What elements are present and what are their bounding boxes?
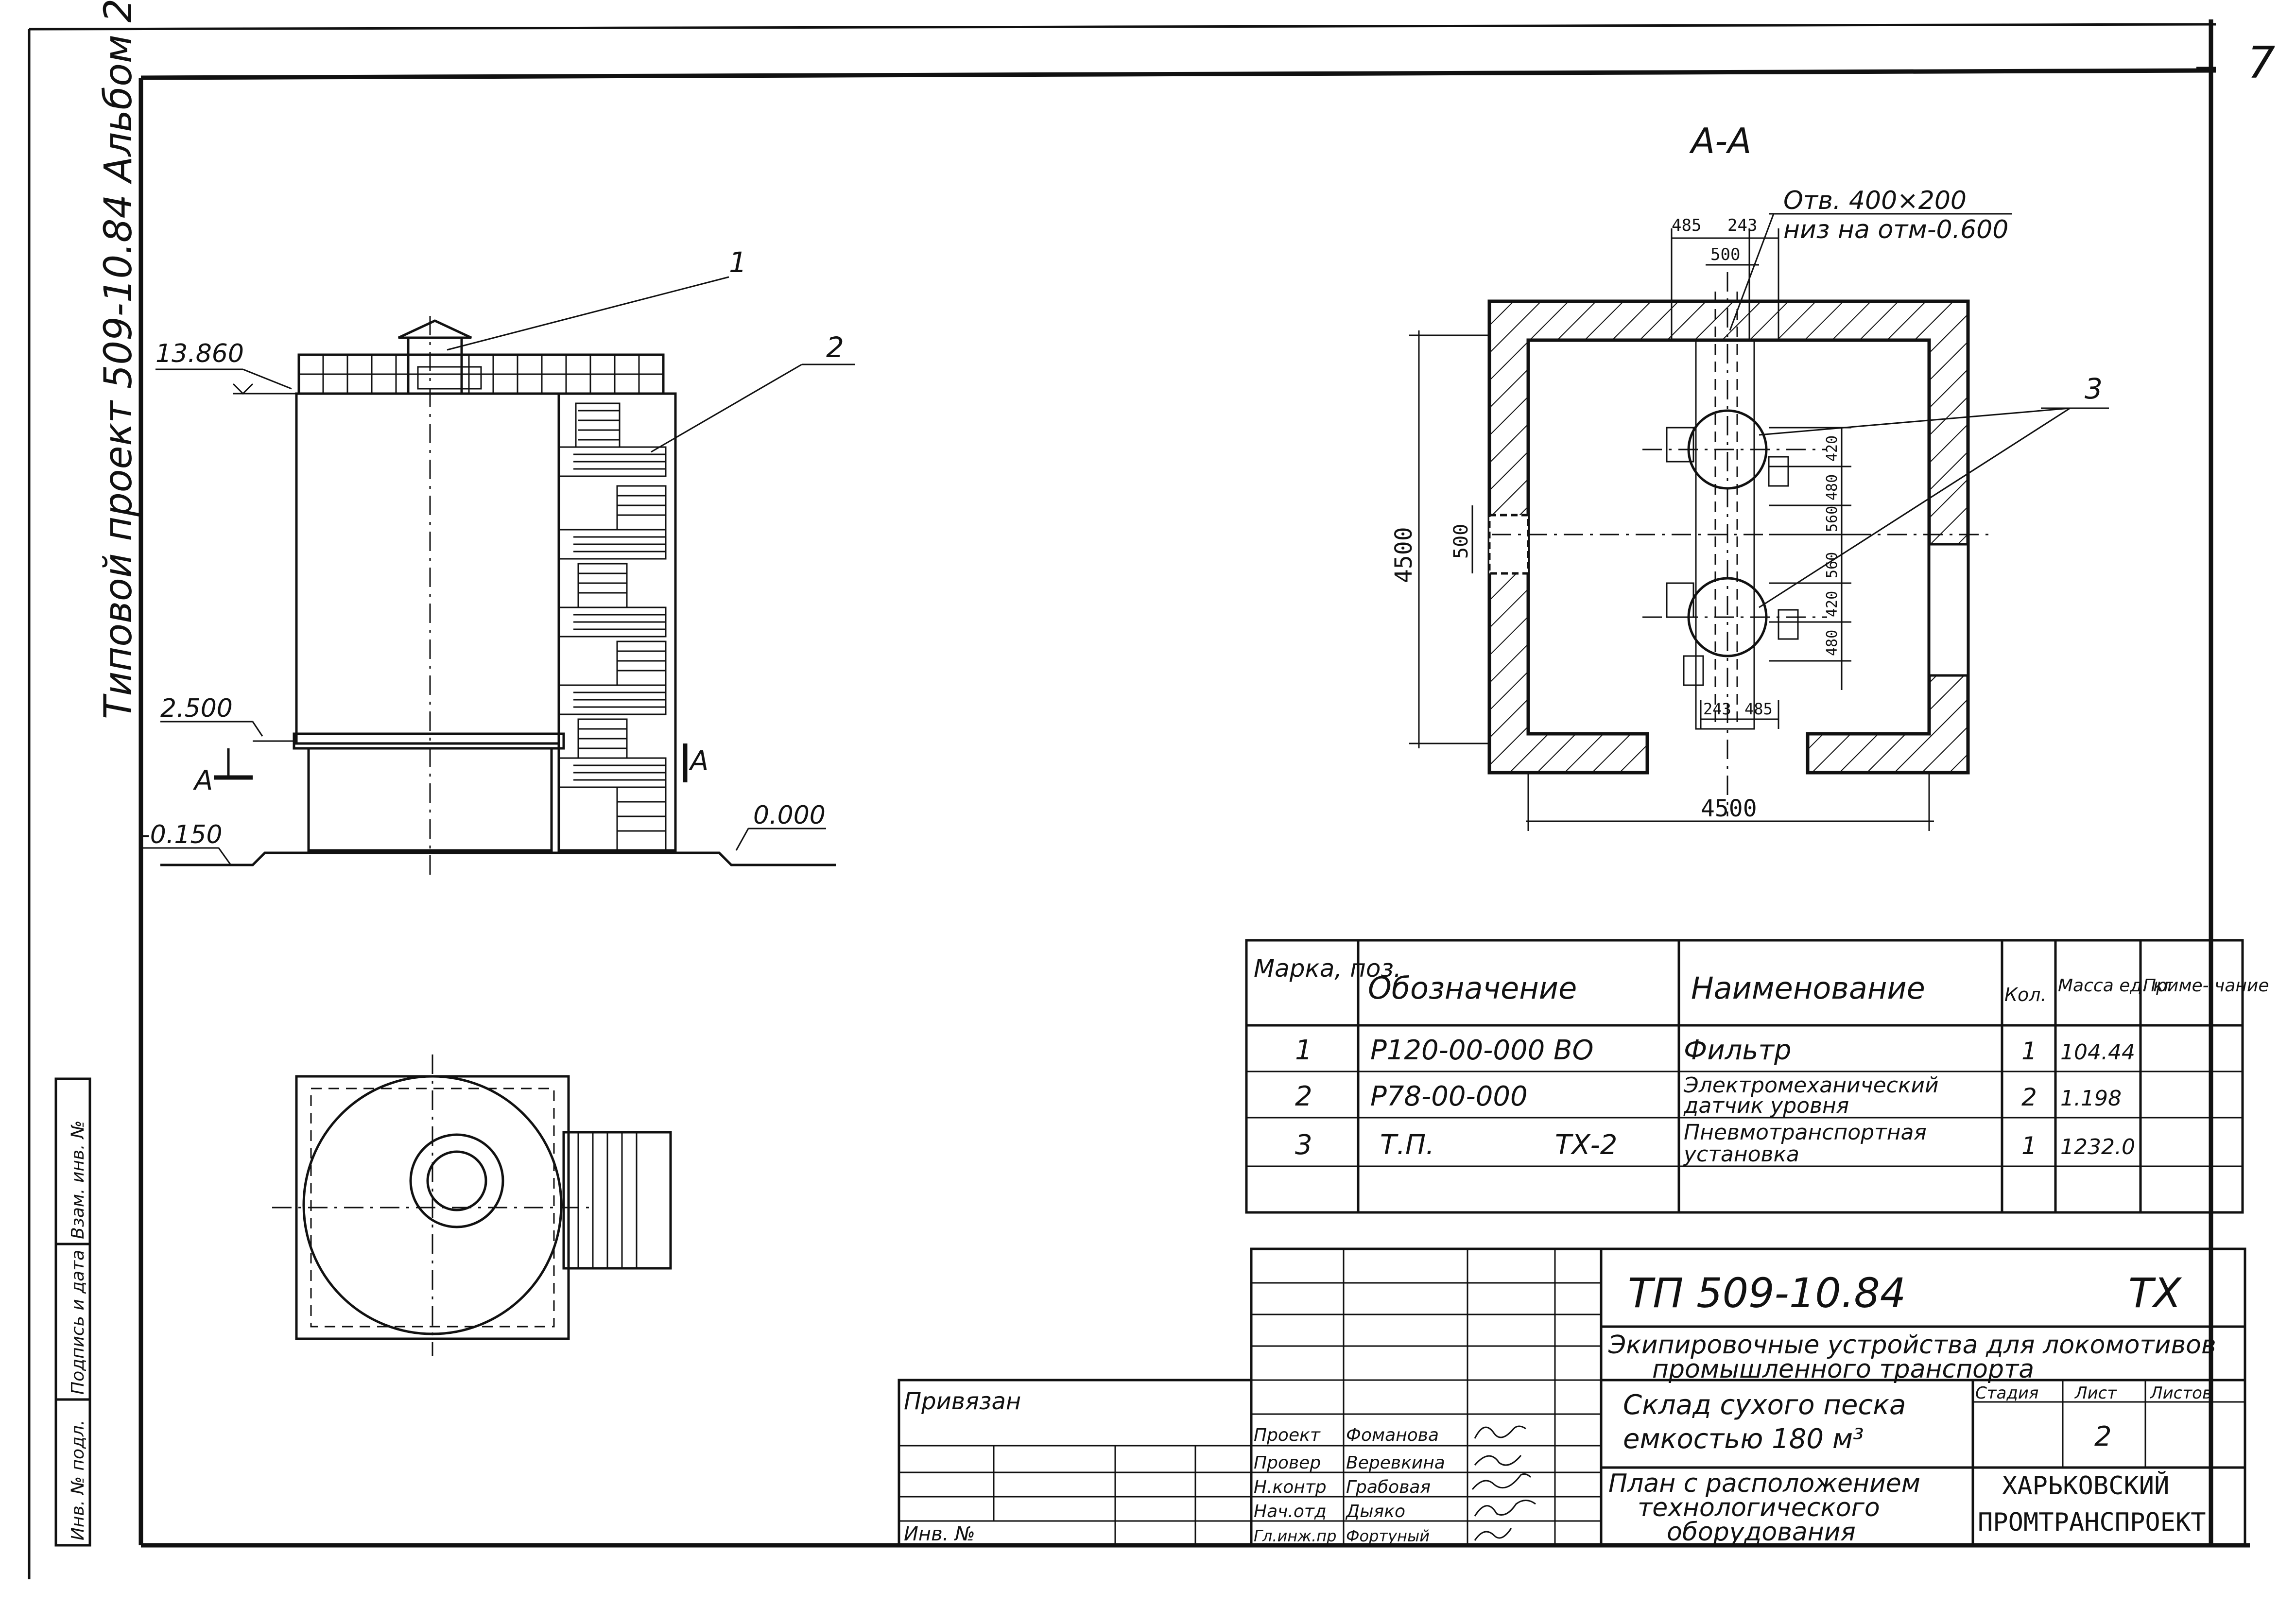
- role-project: Проект: [1254, 1425, 1321, 1445]
- col-header-note: Приме- чание: [2143, 976, 2269, 996]
- plan-view: [272, 1054, 672, 1356]
- drawing-name-2: технологического: [1638, 1493, 1880, 1522]
- album-title: Типовой проект 509-10.84 Альбом 2: [97, 0, 140, 719]
- object-name-1: Склад сухого песка: [1623, 1389, 1906, 1421]
- name-4: Дыяко: [1345, 1502, 1405, 1521]
- col-header-code: Обозначение: [1368, 970, 1577, 1006]
- doc-mark: ТХ: [2128, 1269, 2182, 1317]
- col-header-qty: Кол.: [2004, 984, 2047, 1005]
- dim-bottom-width: 4500: [1701, 795, 1757, 822]
- row-2-name2: датчик уровня: [1683, 1093, 1849, 1118]
- section-cut-label-right: А: [689, 745, 708, 777]
- leader-2: 2: [826, 331, 844, 364]
- row-2-qty: 2: [2021, 1083, 2037, 1111]
- level-mark-2500: 2.500: [160, 694, 296, 742]
- stage-label: Стадия: [1975, 1383, 2038, 1403]
- row-1-mass: 104.44: [2060, 1040, 2135, 1065]
- leader-1: 1: [729, 246, 747, 279]
- row-1-code: P120-00-000 ВО: [1370, 1035, 1594, 1066]
- role-check: Провер: [1254, 1453, 1321, 1473]
- row-3-code2: ТХ-2: [1555, 1129, 1617, 1161]
- section-cut-label-left: А: [193, 765, 213, 796]
- row-3-mass: 1232.0: [2060, 1135, 2135, 1159]
- drawing-name-3: оборудования: [1667, 1518, 1856, 1547]
- section-title: А-А: [1689, 121, 1752, 161]
- side-stamp: Инв. № подл. Подпись и дата Взам. инв. №: [54, 1077, 91, 1547]
- table-row: 3 Т.П. ТХ-2 Пневмотранспортная установка…: [1295, 1120, 2135, 1167]
- opening-note-2: низ на отм-0.600: [1783, 215, 2008, 244]
- dim-left-height: 4500: [1390, 527, 1417, 583]
- role-head: Нач.отд: [1254, 1502, 1327, 1521]
- name-5: Фортуный: [1346, 1527, 1430, 1545]
- level-mark-zero: 0.000: [735, 801, 826, 851]
- table-row: 2 Р78-00-000 Электромеханический датчик …: [1295, 1073, 2122, 1118]
- row-2-code: Р78-00-000: [1370, 1081, 1528, 1112]
- leader-3: 3: [2085, 372, 2103, 405]
- org-name-2: ПРОМТРАНСПРОЕКТ: [1978, 1508, 2206, 1537]
- col-header-name: Наименование: [1691, 970, 1925, 1006]
- section-a-a: А-А 485: [1390, 121, 2109, 831]
- page-number: 7: [2247, 37, 2275, 88]
- sheets-label: Листов: [2149, 1383, 2212, 1403]
- level-mark-13860: 13.860: [155, 339, 244, 368]
- opening-note-1: Отв. 400×200: [1783, 186, 1967, 215]
- project-name-2: промышленного транспорта: [1652, 1355, 2034, 1384]
- elevation-view: 13.860 2.500 -0.150 0.000 А А 1: [141, 246, 855, 875]
- sheet-number: 2: [2094, 1421, 2112, 1452]
- doc-code: ТП 509-10.84: [1628, 1269, 1906, 1317]
- dim-right-1: 420: [1824, 435, 1841, 462]
- dim-top-485: 485: [1672, 216, 1701, 235]
- row-2-pos: 2: [1295, 1081, 1312, 1112]
- row-3-name2: установка: [1683, 1142, 1799, 1167]
- row-1-qty: 1: [2021, 1037, 2037, 1065]
- dim-right-2: 480: [1824, 474, 1841, 501]
- dim-left-opening: 500: [1450, 524, 1472, 559]
- level-mark-top: 13.860: [155, 339, 296, 395]
- row-3-name: Пневмотранспортная: [1684, 1120, 1927, 1145]
- level-mark-minus: -0.150: [141, 820, 232, 865]
- dim-top-243: 243: [1727, 216, 1757, 235]
- row-1-pos: 1: [1295, 1035, 1312, 1066]
- role-norm: Н.контр: [1254, 1477, 1327, 1497]
- org-name-1: ХАРЬКОВСКИЙ: [2002, 1471, 2169, 1501]
- row-3-qty: 1: [2021, 1132, 2037, 1160]
- inv-label: Инв. №: [904, 1523, 975, 1545]
- name-2: Веревкина: [1346, 1453, 1445, 1473]
- row-3-pos: 3: [1295, 1129, 1312, 1161]
- level-mark-0000: 0.000: [753, 801, 826, 830]
- spec-table: Марка, поз. Обозначение Наименование Кол…: [1245, 939, 2269, 1214]
- side-stamp-sign: Подпись и дата: [68, 1250, 88, 1395]
- title-block: Привязан Инв. № Проект Провер Н.контр На…: [898, 1247, 2246, 1547]
- table-row: 1 P120-00-000 ВО Фильтр 1 104.44: [1295, 1035, 2135, 1066]
- dim-right-3: 560: [1824, 506, 1841, 532]
- col-header-mass: Масса ед. кг: [2058, 976, 2174, 996]
- object-name-2: емкостью 180 м³: [1623, 1423, 1864, 1455]
- section-cut-a: А А: [193, 743, 708, 796]
- bound-label: Привязан: [904, 1388, 1021, 1415]
- role-chief: Гл.инж.пр: [1254, 1527, 1336, 1545]
- row-2-name: Электромеханический: [1683, 1073, 1939, 1098]
- name-1: Фоманова: [1346, 1425, 1439, 1445]
- project-name-1: Экипировочные устройства для локомотивов: [1608, 1331, 2216, 1360]
- sheet-label: Лист: [2074, 1383, 2117, 1403]
- col-header-pos: Марка, поз.: [1254, 954, 1401, 983]
- drawing-name-1: План с расположением: [1608, 1469, 1920, 1498]
- level-mark-minus-0150: -0.150: [141, 820, 223, 849]
- row-3-code: Т.П.: [1380, 1129, 1434, 1161]
- dim-right-6: 480: [1824, 630, 1841, 656]
- dim-top-500: 500: [1710, 245, 1740, 264]
- row-2-mass: 1.198: [2060, 1086, 2122, 1111]
- side-stamp-replaced: Взам. инв. №: [68, 1121, 88, 1239]
- row-1-name: Фильтр: [1684, 1035, 1792, 1066]
- name-3: Грабовая: [1346, 1477, 1431, 1497]
- level-mark-2500-text: 2.500: [160, 694, 233, 723]
- dim-bottom-243: 243: [1703, 700, 1731, 718]
- dim-right-5: 420: [1824, 591, 1841, 617]
- dim-bottom-485: 485: [1744, 700, 1773, 718]
- signatures: [1471, 1425, 1536, 1541]
- side-stamp-inv: Инв. № подл.: [68, 1420, 88, 1540]
